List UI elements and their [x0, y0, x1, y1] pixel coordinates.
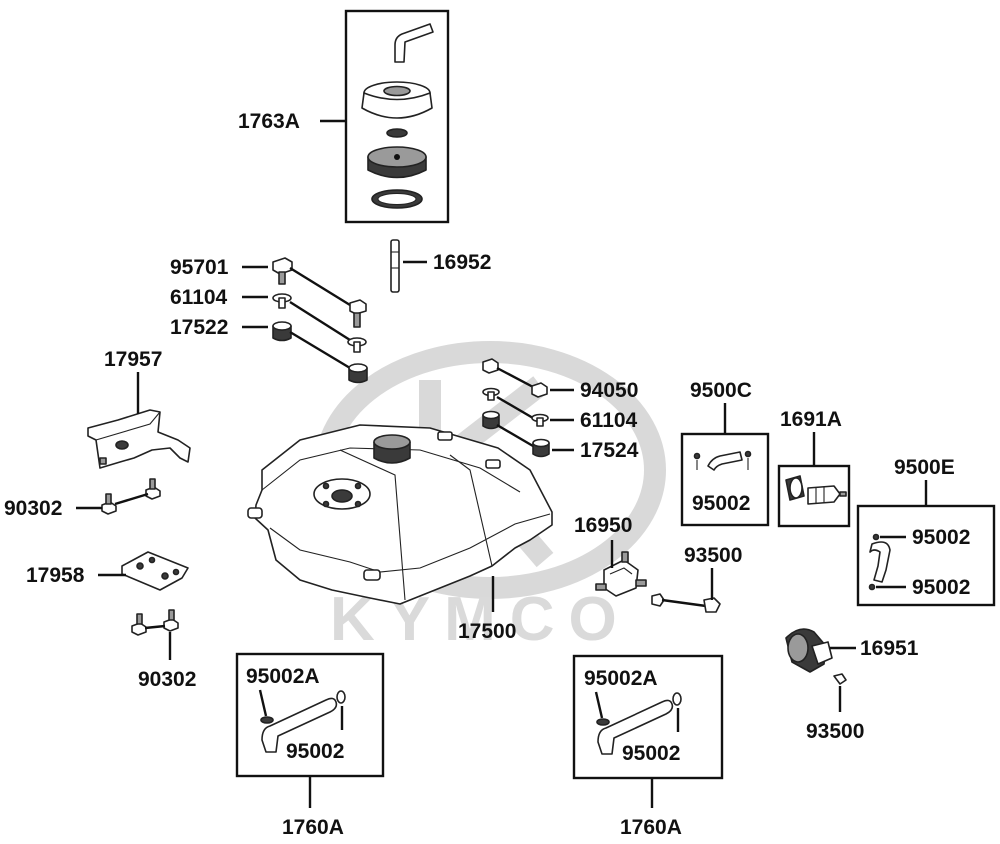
fuel-sensor-16951: 16951	[785, 628, 919, 673]
label-17957: 17957	[104, 348, 162, 371]
label-95002-left: 95002	[286, 740, 344, 763]
hose-9500E-icon	[869, 541, 891, 583]
label-9500C: 9500C	[690, 379, 752, 402]
fuel-cock-icon	[603, 559, 639, 597]
left-mount-hardware: 95701 61104 17522	[170, 256, 368, 384]
label-95002-9500E-bottom: 95002	[912, 576, 970, 599]
label-17524: 17524	[580, 439, 639, 462]
hose-kit-1760A-right-box	[572, 654, 724, 780]
label-16950: 16950	[574, 514, 632, 537]
label-94050: 94050	[580, 379, 638, 402]
label-1691A: 1691A	[780, 408, 842, 431]
label-93500-upper: 93500	[684, 544, 742, 567]
label-95002-9500C: 95002	[692, 492, 750, 515]
label-93500-lower: 93500	[806, 720, 864, 743]
hose-kit-9500C: 9500C 95002	[680, 379, 770, 527]
label-95002A-right: 95002A	[584, 667, 658, 690]
screws-90302-lower: 90302	[131, 609, 196, 691]
screws-90302-upper: 90302	[4, 478, 161, 520]
hose-kit-1760A-right: 95002A 95002 1760A	[572, 654, 724, 839]
fuel-tank-icon	[254, 424, 553, 605]
right-mount-hardware: 94050 61104 17524	[482, 358, 639, 462]
fuel-filter-1691A: 1691A	[777, 408, 851, 528]
strainer-icon	[390, 239, 400, 293]
label-17958: 17958	[26, 564, 85, 587]
fuel-cap-assembly-1763A: 1763A	[238, 9, 450, 224]
label-95701: 95701	[170, 256, 229, 279]
label-95002A-left: 95002A	[246, 665, 320, 688]
screw-93500-lower-icon	[833, 673, 847, 685]
label-16951: 16951	[860, 637, 919, 660]
screw-93500-icon	[651, 593, 665, 607]
plate-17958: 17958	[26, 551, 189, 591]
breather-tube-icon	[394, 23, 434, 63]
label-95002-right: 95002	[622, 742, 680, 765]
label-95002-9500E-top: 95002	[912, 526, 970, 549]
screw-93500-upper: 93500	[651, 544, 742, 613]
bracket-17957: 17957	[87, 348, 191, 469]
fuel-tank-17500: 17500	[247, 424, 553, 643]
label-16952: 16952	[433, 251, 491, 274]
label-90302-lower: 90302	[138, 668, 196, 691]
cap-washer-icon	[386, 128, 408, 138]
hose-kit-9500E: 9500E 95002 95002	[856, 456, 996, 607]
label-61104-right: 61104	[580, 409, 638, 432]
fuel-cap-body-icon	[361, 92, 433, 119]
label-1760A-left: 1760A	[282, 816, 344, 839]
label-17522: 17522	[170, 316, 228, 339]
label-1760A-right: 1760A	[620, 816, 682, 839]
fuel-strainer-16952: 16952	[390, 239, 491, 293]
fuel-cap-box	[344, 9, 450, 224]
nut-94050-icon	[482, 358, 499, 374]
hose-9500C-icon	[707, 451, 743, 471]
hose-1760A-right-icon	[597, 699, 674, 755]
label-61104-left: 61104	[170, 286, 228, 309]
label-17500: 17500	[458, 620, 516, 643]
label-9500E: 9500E	[894, 456, 955, 479]
label-90302-upper: 90302	[4, 497, 62, 520]
hose-kit-1760A-left: 95002A 95002 1760A	[235, 652, 385, 839]
fuel-cock-16950: 16950	[574, 514, 647, 597]
bracket-17957-icon	[87, 409, 191, 469]
screw-93500-lower: 93500	[806, 673, 864, 743]
hose-1760A-left-icon	[261, 697, 338, 753]
label-1763A: 1763A	[238, 110, 300, 133]
